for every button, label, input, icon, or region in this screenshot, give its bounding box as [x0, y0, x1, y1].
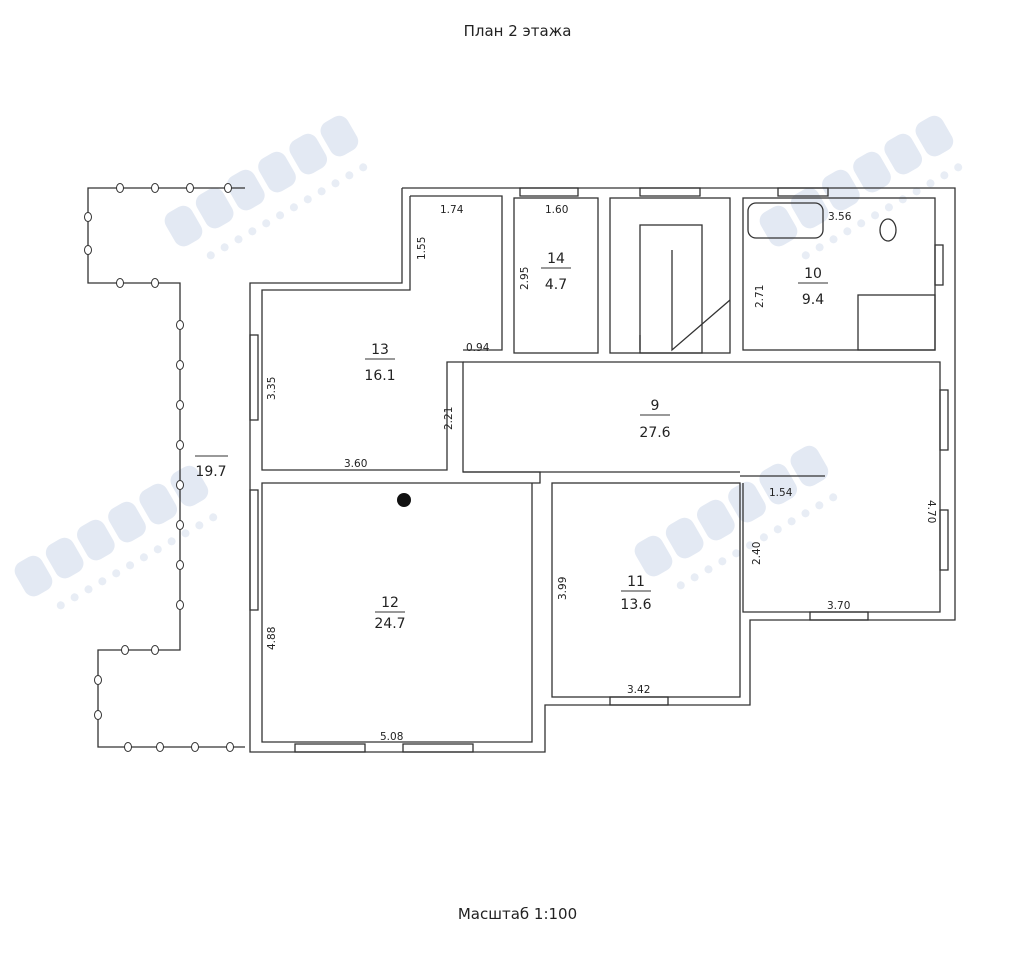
room-14: 144.7 — [541, 251, 571, 293]
terrace-post — [84, 212, 92, 222]
svg-text:4.70: 4.70 — [925, 500, 937, 523]
terrace-post — [176, 360, 184, 370]
room-9: 927.6 — [639, 398, 670, 441]
svg-text:19.7: 19.7 — [195, 464, 226, 480]
terrace-label: 19.7 — [195, 455, 228, 480]
terrace-post — [176, 440, 184, 450]
terrace-post — [226, 742, 234, 752]
terrace-post — [186, 183, 194, 193]
svg-text:13.6: 13.6 — [620, 597, 651, 613]
terrace-post — [176, 320, 184, 330]
terrace-post — [116, 278, 124, 288]
svg-text:3.70: 3.70 — [827, 600, 850, 612]
terrace-post — [191, 742, 199, 752]
svg-text:3.60: 3.60 — [344, 458, 367, 470]
room-11: 11 13.6 — [620, 574, 651, 613]
terrace-post — [176, 480, 184, 490]
svg-text:1.55: 1.55 — [416, 237, 428, 260]
terrace-post — [176, 560, 184, 570]
watermarks — [14, 115, 963, 610]
terrace-post — [176, 600, 184, 610]
svg-text:3.35: 3.35 — [266, 377, 278, 400]
svg-text:3.42: 3.42 — [627, 684, 650, 696]
terrace-outline — [87, 187, 245, 748]
terrace-post — [116, 183, 124, 193]
svg-text:2.95: 2.95 — [519, 267, 531, 290]
svg-text:1.54: 1.54 — [769, 487, 793, 499]
watermark-logo — [14, 465, 218, 610]
svg-text:4.7: 4.7 — [545, 277, 567, 293]
terrace-post — [94, 710, 102, 720]
room-13: 13 16.1 — [364, 342, 395, 384]
svg-text:24.7: 24.7 — [374, 616, 405, 632]
svg-text:1.60: 1.60 — [545, 204, 568, 216]
scale-label: Масштаб 1:100 — [457, 905, 578, 923]
terrace-posts — [84, 183, 234, 752]
svg-text:2.21: 2.21 — [443, 407, 455, 430]
svg-text:2.40: 2.40 — [751, 542, 763, 565]
terrace-post — [176, 520, 184, 530]
svg-text:9: 9 — [651, 398, 660, 414]
watermark-logo — [634, 445, 838, 590]
svg-text:16.1: 16.1 — [364, 368, 395, 384]
riser-icon — [397, 493, 411, 507]
svg-text:11: 11 — [627, 574, 645, 590]
terrace-post — [84, 245, 92, 255]
terrace-post — [121, 645, 129, 655]
windows — [249, 187, 949, 753]
terrace-post — [124, 742, 132, 752]
svg-text:3.56: 3.56 — [828, 211, 852, 223]
terrace-post — [176, 400, 184, 410]
room-10: 109.4 — [798, 266, 828, 308]
terrace-post — [156, 742, 164, 752]
svg-text:10: 10 — [804, 266, 822, 282]
svg-text:27.6: 27.6 — [639, 425, 670, 441]
svg-text:14: 14 — [547, 251, 565, 267]
svg-text:12: 12 — [381, 595, 399, 611]
outer-walls — [249, 187, 956, 753]
terrace-post — [224, 183, 232, 193]
svg-text:2.71: 2.71 — [754, 285, 766, 308]
svg-text:1.74: 1.74 — [440, 204, 464, 216]
svg-text:4.88: 4.88 — [266, 627, 278, 650]
plan-title: План 2 этажа — [463, 22, 572, 40]
watermark-logo — [164, 115, 368, 260]
svg-text:13: 13 — [371, 342, 389, 358]
svg-text:0.94: 0.94 — [466, 342, 490, 354]
svg-text:5.08: 5.08 — [380, 731, 403, 743]
terrace-post — [151, 278, 159, 288]
terrace-post — [151, 645, 159, 655]
svg-text:9.4: 9.4 — [802, 292, 824, 308]
room-12: 12 24.7 — [374, 595, 405, 632]
terrace-post — [94, 675, 102, 685]
svg-text:3.99: 3.99 — [557, 577, 569, 600]
watermark-logo — [759, 115, 963, 260]
terrace-post — [151, 183, 159, 193]
